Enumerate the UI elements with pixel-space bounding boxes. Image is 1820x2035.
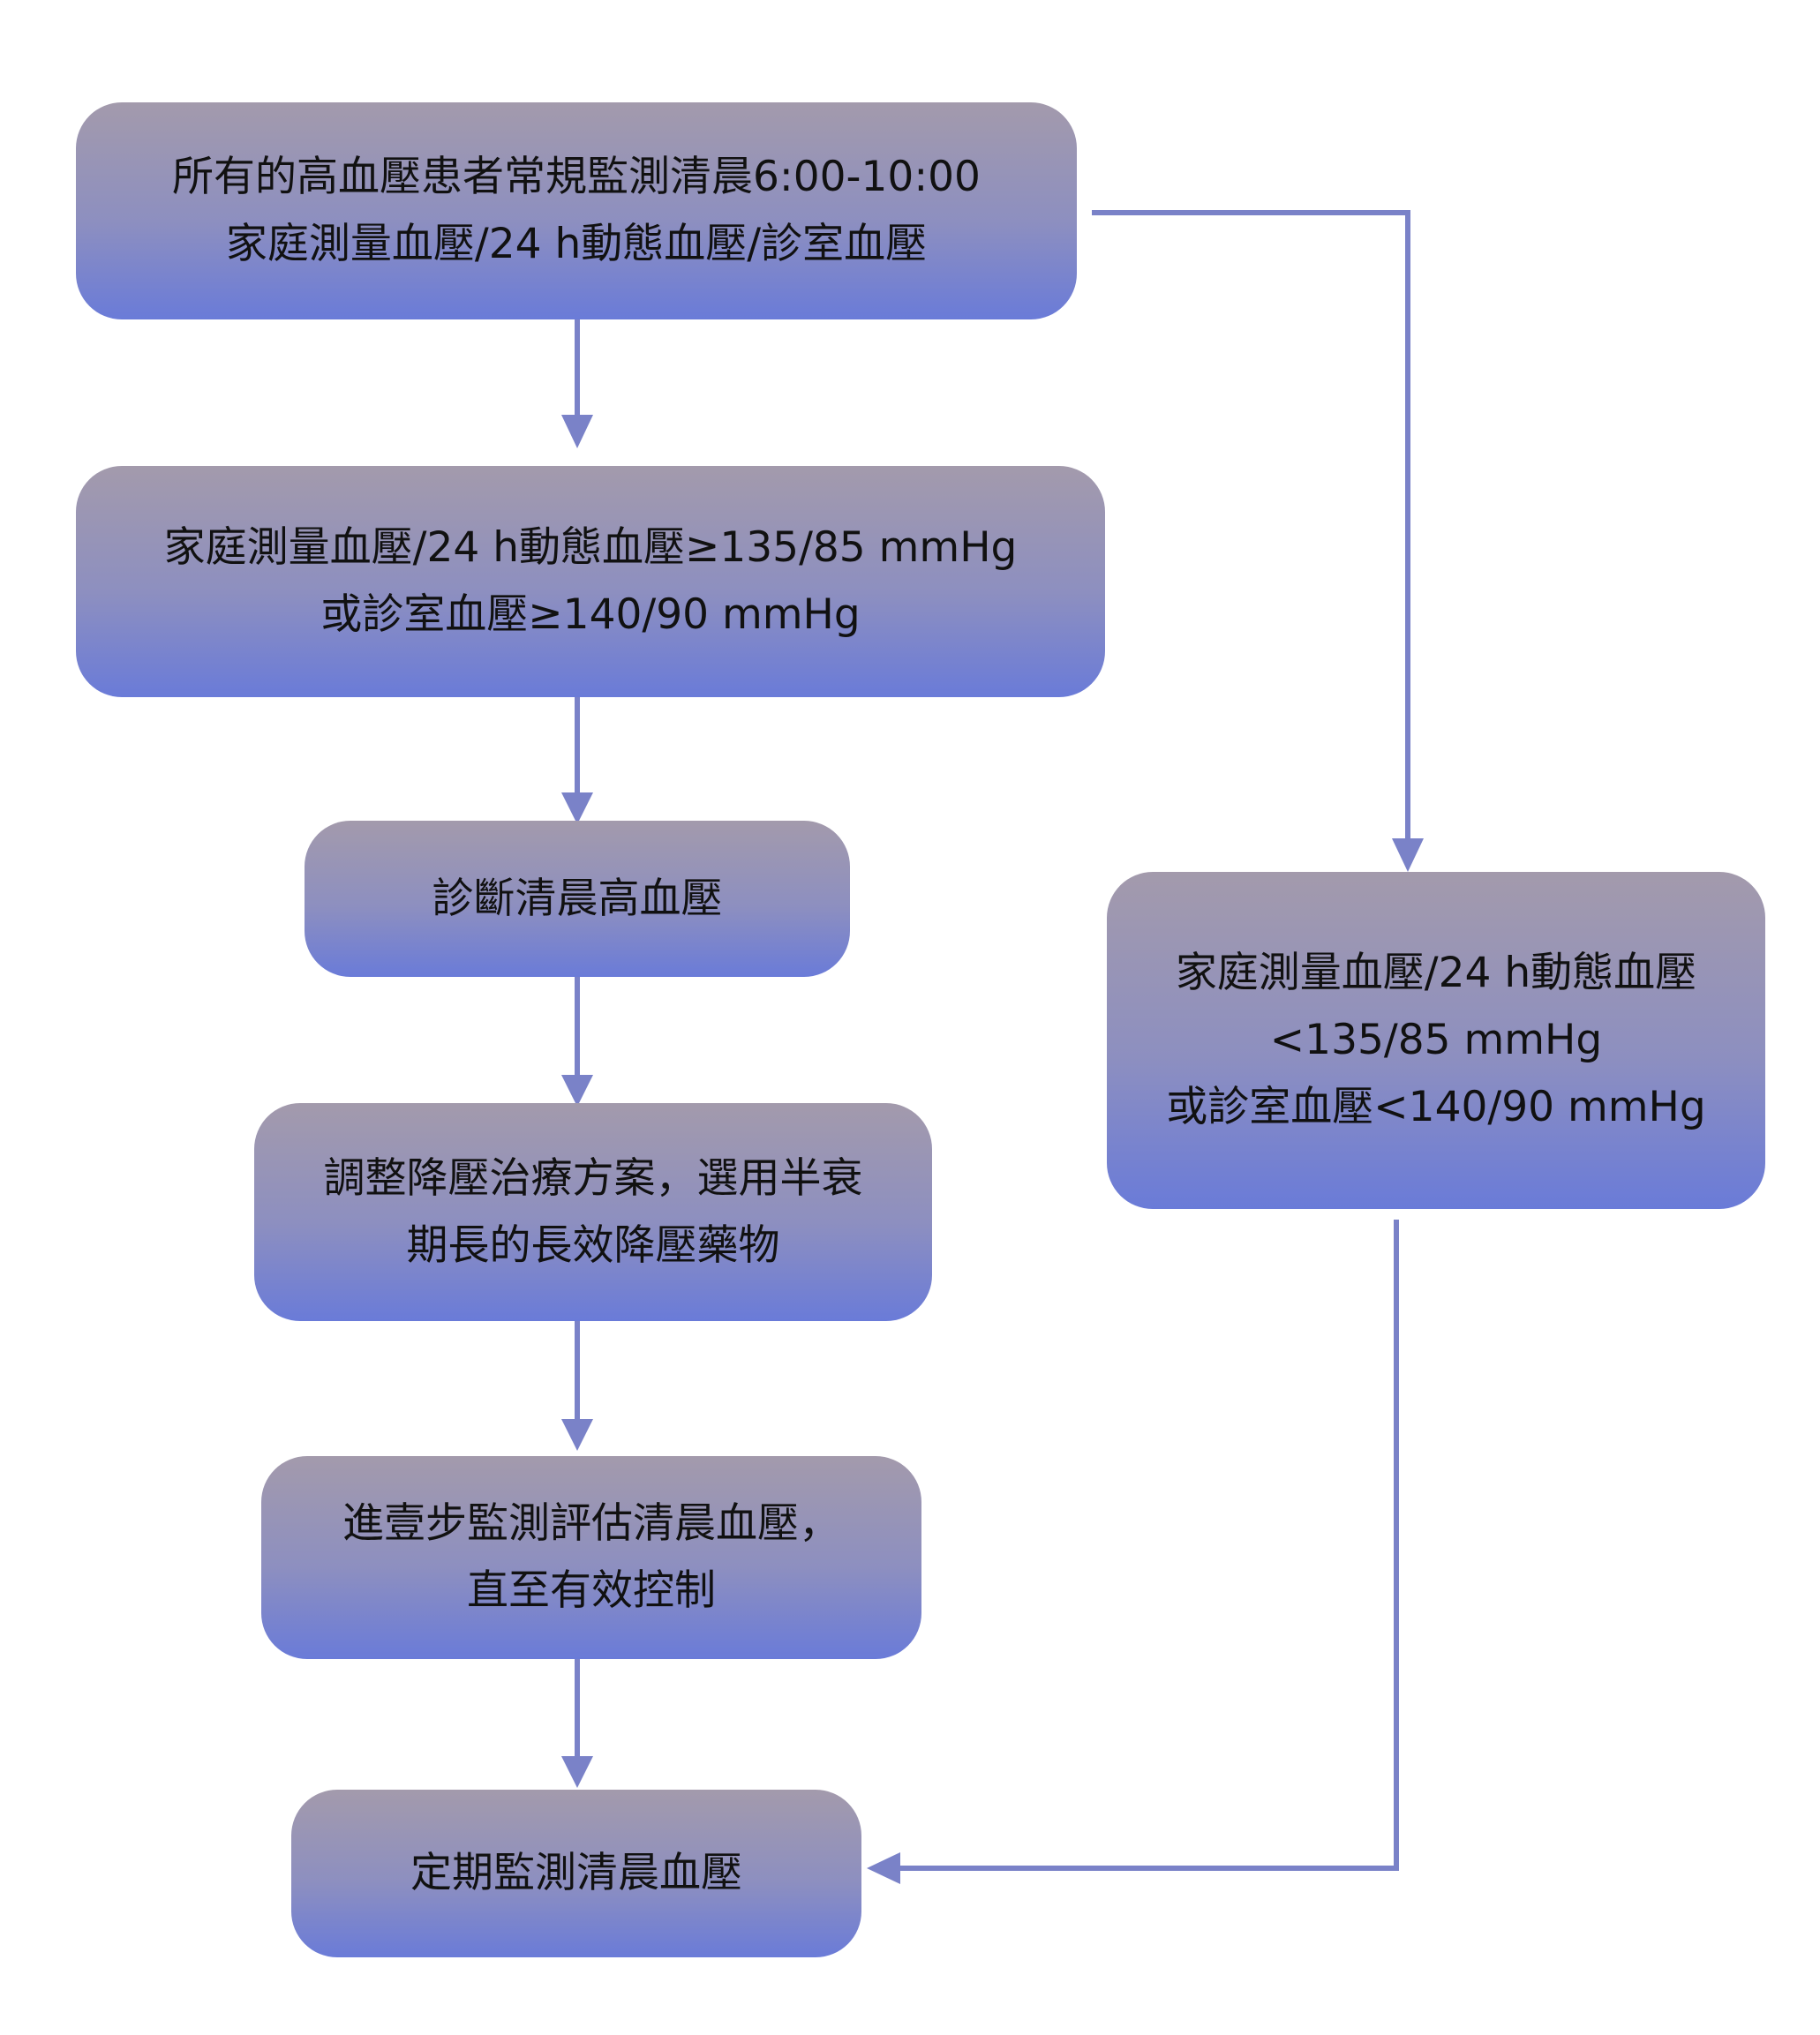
arrowhead-1 (561, 415, 593, 448)
arrowhead-2 (561, 792, 593, 824)
node-normal-line-2: <135/85 mmHg (1269, 1016, 1603, 1064)
node-start-line-2: 家庭測量血壓/24 h動態血壓/診室血壓 (225, 220, 928, 268)
node-evaluate-line-1: 進壹步監測評估清晨血壓， (342, 1499, 840, 1548)
node-start-line-1: 所有的高血壓患者常規監測清晨6:00-10:00 (172, 153, 981, 201)
node-normal-line-1: 家庭測量血壓/24 h動態血壓 (1175, 949, 1697, 997)
node-diagnose-line-1: 診斷清晨高血壓 (432, 874, 723, 923)
arrow-normal-to-regular (891, 1220, 1399, 1871)
arrowhead-3 (561, 1075, 593, 1107)
node-adjust-line-1: 調整降壓治療方案，選用半衰 (323, 1153, 863, 1203)
node-normal-bp: 家庭測量血壓/24 h動態血壓 <135/85 mmHg 或診室血壓<140/9… (1107, 872, 1765, 1209)
arrowhead-6 (1392, 838, 1424, 872)
node-adjust-treatment: 調整降壓治療方案，選用半衰 期長的長效降壓藥物 (254, 1103, 932, 1321)
arrowhead-4 (561, 1419, 593, 1451)
node-normal-line-3: 或診室血壓<140/90 mmHg (1166, 1083, 1706, 1131)
node-high-bp-threshold: 家庭測量血壓/24 h動態血壓≥135/85 mmHg 或診室血壓≥140/90… (76, 466, 1105, 697)
node-adjust-line-2: 期長的長效降壓藥物 (406, 1220, 780, 1270)
arrowhead-7 (867, 1852, 900, 1884)
node-regular-monitoring: 定期監測清晨血壓 (291, 1790, 861, 1957)
node-high-line-1: 家庭測量血壓/24 h動態血壓≥135/85 mmHg (163, 523, 1018, 572)
node-diagnose: 診斷清晨高血壓 (305, 821, 850, 977)
node-regular-line-1: 定期監測清晨血壓 (410, 1849, 742, 1897)
node-start-monitoring: 所有的高血壓患者常規監測清晨6:00-10:00 家庭測量血壓/24 h動態血壓… (76, 102, 1077, 319)
arrow-start-to-normal (1092, 210, 1410, 838)
node-evaluate-line-2: 直至有效控制 (467, 1566, 716, 1615)
node-evaluate: 進壹步監測評估清晨血壓， 直至有效控制 (261, 1456, 921, 1659)
node-high-line-2: 或診室血壓≥140/90 mmHg (320, 590, 861, 639)
arrowhead-5 (561, 1756, 593, 1788)
